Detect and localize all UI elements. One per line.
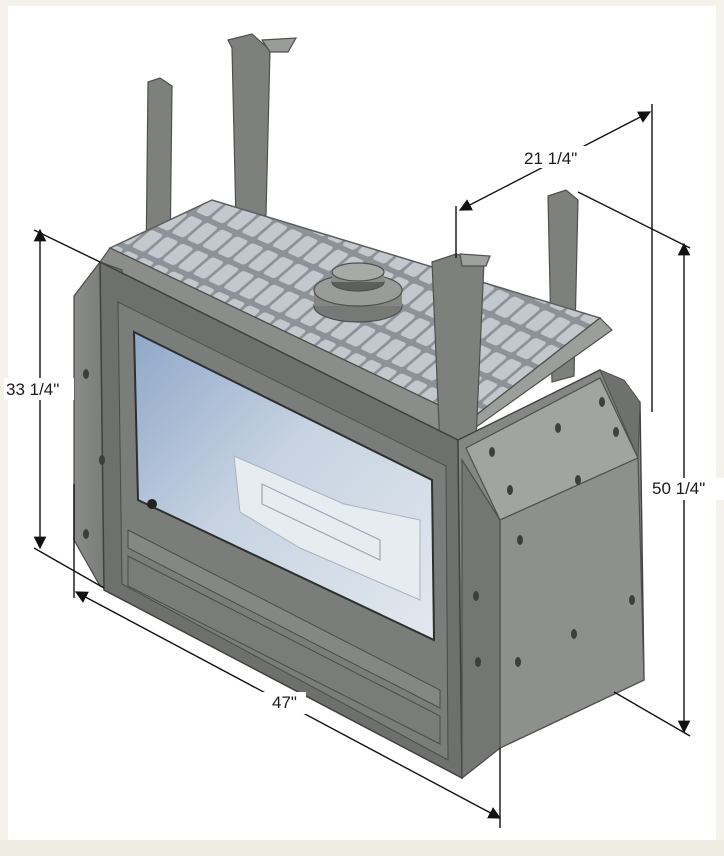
depth-label-bg <box>520 146 600 168</box>
panel-bottom-strip <box>0 840 724 856</box>
height-front-dimension-label: 33 1/4" <box>6 380 59 399</box>
depth-dimension-label: 21 1/4" <box>524 149 577 168</box>
flue-collar <box>313 262 403 323</box>
height-total-label-bg <box>650 478 724 500</box>
width-label-bg <box>262 692 306 714</box>
height-front-label-bg <box>4 378 74 400</box>
width-dimension-label: 47" <box>272 693 297 712</box>
height-total-dimension-label: 50 1/4" <box>652 479 705 498</box>
